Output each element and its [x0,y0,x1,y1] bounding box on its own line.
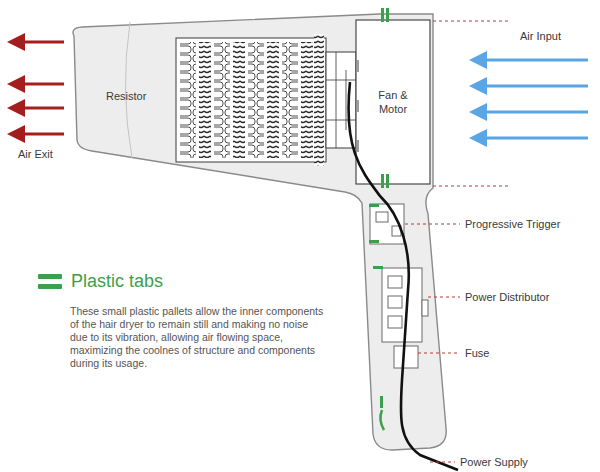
fan-motor-box: Fan & Motor [358,22,428,182]
swatch-bar [38,284,62,289]
air-input-arrows [478,60,588,138]
part-label: Progressive Trigger [465,218,560,231]
legend-note: These small plastic pallets allow the in… [70,305,328,370]
fan-slits [358,60,359,152]
legend-text: Plastic tabs [71,271,163,292]
resistor-symbol [180,34,324,166]
air-label: Air Exit [18,148,53,161]
node-text: Fan & Motor [376,88,410,116]
plastic-tab [369,8,389,430]
legend-swatch [38,273,62,291]
swatch-bar [38,274,62,279]
dryer-body [73,14,446,450]
air-label: Air Input [520,30,561,43]
handle-components [370,204,428,368]
part-label: Power Supply [460,456,528,469]
fan-motor-housing [356,20,430,184]
leader-line [405,21,510,462]
power-wire [349,82,458,470]
resistor-frame [176,38,326,162]
part-label: Resistor [106,90,146,103]
part-label: Power Distributor [465,291,549,304]
air-exit-arrows [16,42,64,134]
part-label: Fuse [465,347,489,360]
legend-row: Plastic tabs [38,271,163,292]
